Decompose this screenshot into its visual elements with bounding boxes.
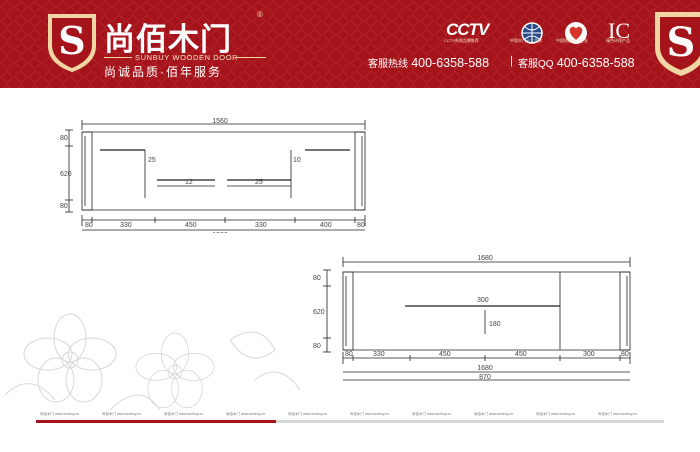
bottom-seg-label: 80 [621,351,629,358]
corner-logo-icon: S [655,12,700,76]
brand-logo-icon: S [48,14,96,72]
qq-number: 400-6358-588 [556,56,635,70]
qq-label: 客服QQ [518,59,554,70]
hotline-number: 400-6358-588 [411,56,490,70]
bottom-total-label: 1560 [212,232,228,233]
footer-bar-gray [276,420,664,423]
cabinet-drawing-2: 1680 80 620 80 80 330 450 450 300 80 168… [313,255,631,381]
mid-label: 10 [293,157,301,164]
footer-item: 尚佰木门 www.sunbuy.cn [40,412,80,416]
footer-item: 尚佰木门 www.sunbuy.cn [474,412,514,416]
mid-label: 12 [185,179,193,186]
bottom-seg-label: 330 [120,222,132,229]
bottom-seg-label: 330 [255,222,267,229]
mid-label: 25 [255,179,263,186]
brand-slogan: 尚诚品质·佰年服务 [104,65,222,79]
footer-item: 尚佰木门 www.sunbuy.cn [164,412,204,416]
footer-bar-red [36,420,276,423]
mid-label: 25 [148,157,156,164]
bottom-seg-label: 80 [345,351,353,358]
footer-item: 尚佰木门 www.sunbuy.cn [412,412,452,416]
partner-label: 中国质量诚信企业 [556,38,588,43]
footer-item: 尚佰木门 www.sunbuy.cn [350,412,390,416]
left-seg-top-label: 80 [313,275,321,282]
svg-text:S: S [667,19,696,66]
brand-english-name: SUNBUY WOODEN DOOR [135,53,239,62]
globe-emblem-icon [521,22,543,44]
footer-item: 尚佰木门 www.sunbuy.cn [288,412,328,416]
svg-text:S: S [58,18,85,63]
shelf-label: 300 [477,297,489,304]
bottom-seg-label: 450 [515,351,527,358]
bottom-seg-label: 300 [583,351,595,358]
heart-emblem-icon [565,22,587,44]
partner-label: 绿色环保产品 [606,38,630,43]
bottom-seg-label: 330 [373,351,385,358]
cabinet-drawing-1: 1560 80 620 80 80 330 450 330 400 80 156… [60,118,366,233]
partner-label: 中国木门十大品牌 [510,38,542,43]
brand-name: 尚佰木门 [104,22,232,58]
bottom-seg-label: 80 [357,222,365,229]
bottom-overall-label: 870 [479,374,491,381]
footer-item: 尚佰木门 www.sunbuy.cn [226,412,266,416]
brand-rule-left [104,57,132,58]
hotline-label: 客服热线 [368,59,408,70]
left-seg-top-label: 80 [60,135,68,142]
contact-separator: | [510,55,513,67]
page-header: S 尚佰木门 ® SUNBUY WOODEN DOOR 尚诚品质·佰年服务 CC… [0,0,700,88]
bottom-seg-label: 450 [439,351,451,358]
cctv-logo-icon: CCTV [446,20,489,39]
brand-rule-right [236,57,266,58]
left-total-label: 620 [313,309,325,316]
decorative-flowers [4,313,301,411]
registered-mark: ® [257,10,263,19]
qq-contact: 客服QQ 400-6358-588 [518,55,635,70]
hotline-contact: 客服热线 400-6358-588 [368,55,489,70]
bottom-seg-label: 450 [185,222,197,229]
footer-item: 尚佰木门 www.sunbuy.cn [536,412,576,416]
left-seg-bottom-label: 80 [60,203,68,210]
left-seg-bottom-label: 80 [313,343,321,350]
left-total-label: 620 [60,171,72,178]
vertical-label: 180 [489,321,501,328]
header-pattern [0,0,700,88]
footer-item: 尚佰木门 www.sunbuy.cn [598,412,638,416]
bottom-total-label: 1680 [477,365,493,372]
top-width-label: 1560 [212,118,228,125]
bottom-seg-label: 400 [320,222,332,229]
top-width-label: 1680 [477,255,493,262]
partner-label: CCTV央视品牌推荐 [444,38,479,43]
bottom-seg-label: 80 [85,222,93,229]
footer-item: 尚佰木门 www.sunbuy.cn [102,412,142,416]
